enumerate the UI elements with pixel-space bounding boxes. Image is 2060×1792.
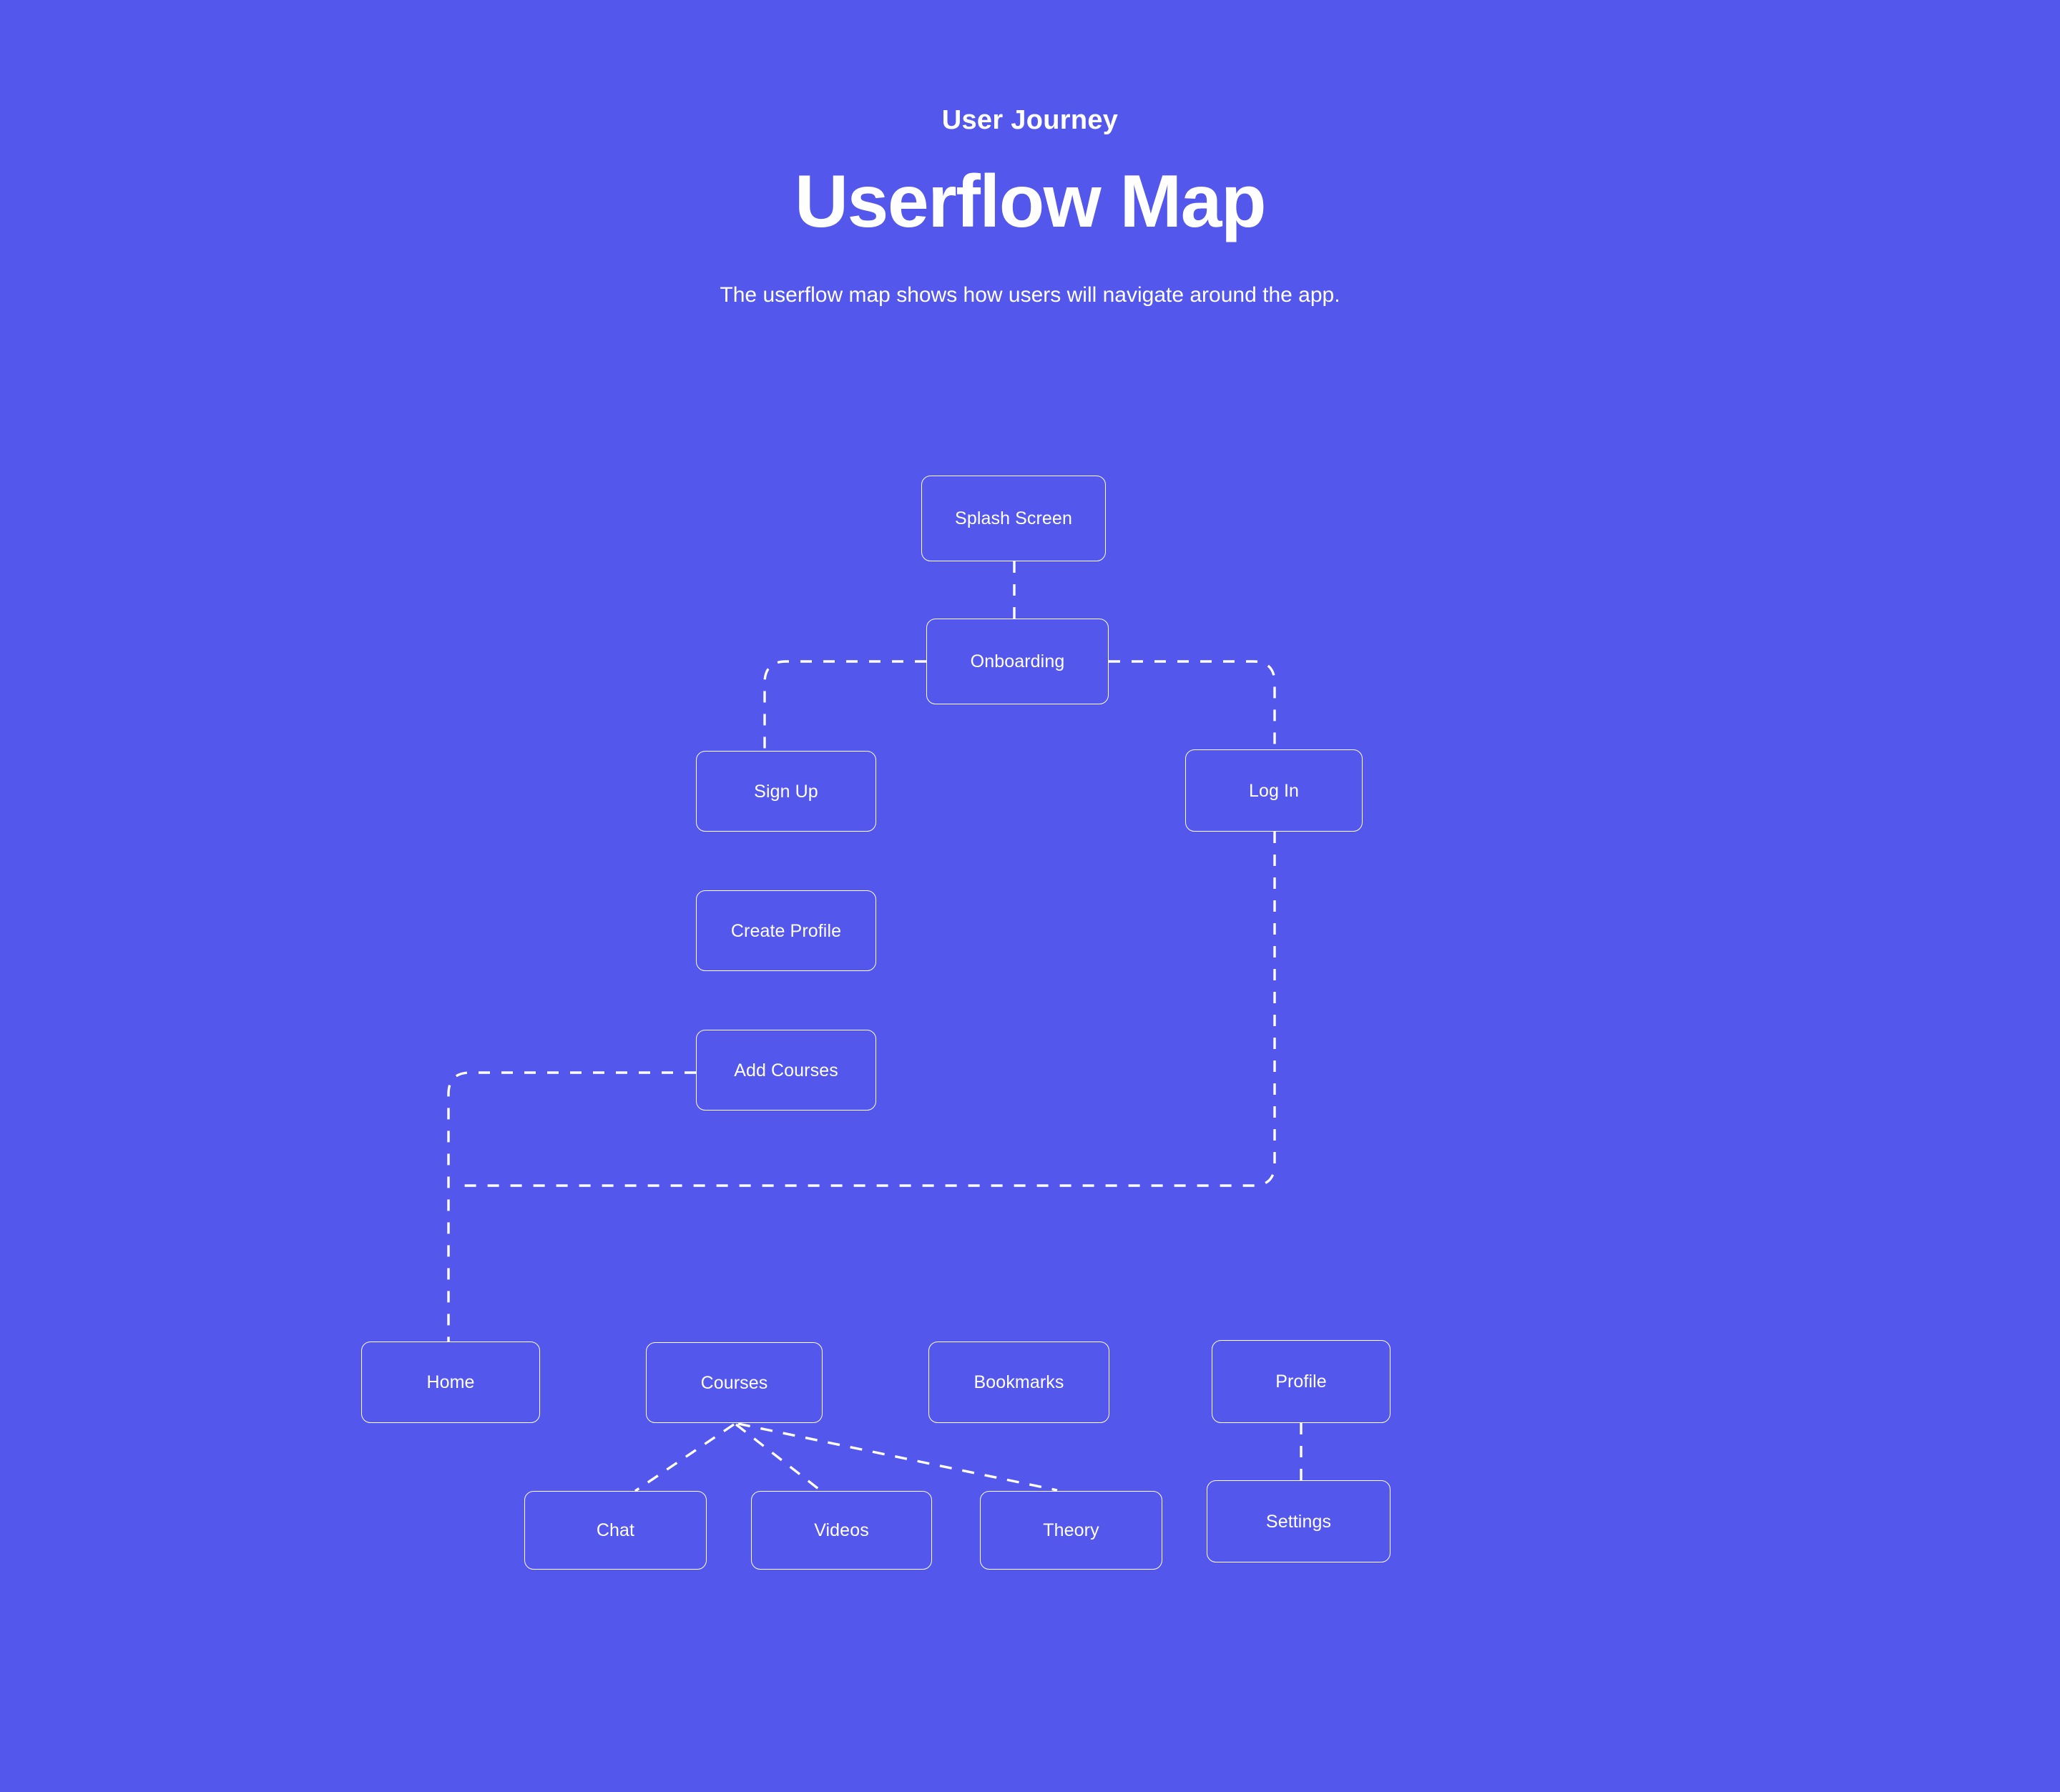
- node-courses[interactable]: Courses: [646, 1342, 823, 1423]
- node-splash-screen[interactable]: Splash Screen: [921, 476, 1106, 561]
- node-bookmarks[interactable]: Bookmarks: [928, 1341, 1109, 1423]
- edge-onboarding-to-signup: [763, 660, 926, 751]
- node-videos[interactable]: Videos: [751, 1491, 932, 1570]
- page-header: User Journey Userflow Map The userflow m…: [0, 0, 2060, 309]
- edge-addcourses-to-home: [447, 1071, 696, 1341]
- node-profile[interactable]: Profile: [1212, 1340, 1390, 1423]
- page-subtitle: The userflow map shows how users will na…: [720, 282, 1340, 307]
- node-sign-up[interactable]: Sign Up: [696, 751, 876, 832]
- node-chat[interactable]: Chat: [524, 1491, 707, 1570]
- edge-courses-to-videos: [735, 1423, 823, 1492]
- edge-courses-to-theory: [737, 1422, 1058, 1492]
- page-title: Userflow Map: [794, 159, 1267, 243]
- node-settings[interactable]: Settings: [1207, 1480, 1390, 1562]
- node-home[interactable]: Home: [361, 1341, 540, 1423]
- edge-courses-to-chat: [634, 1423, 735, 1492]
- eyebrow-label: User Journey: [941, 105, 1119, 135]
- node-theory[interactable]: Theory: [980, 1491, 1162, 1570]
- node-add-courses[interactable]: Add Courses: [696, 1030, 876, 1111]
- edge-login-to-home: [461, 832, 1276, 1187]
- node-log-in[interactable]: Log In: [1185, 749, 1363, 832]
- edge-onboarding-to-login: [1109, 660, 1276, 749]
- node-create-profile[interactable]: Create Profile: [696, 890, 876, 971]
- node-onboarding[interactable]: Onboarding: [926, 619, 1109, 704]
